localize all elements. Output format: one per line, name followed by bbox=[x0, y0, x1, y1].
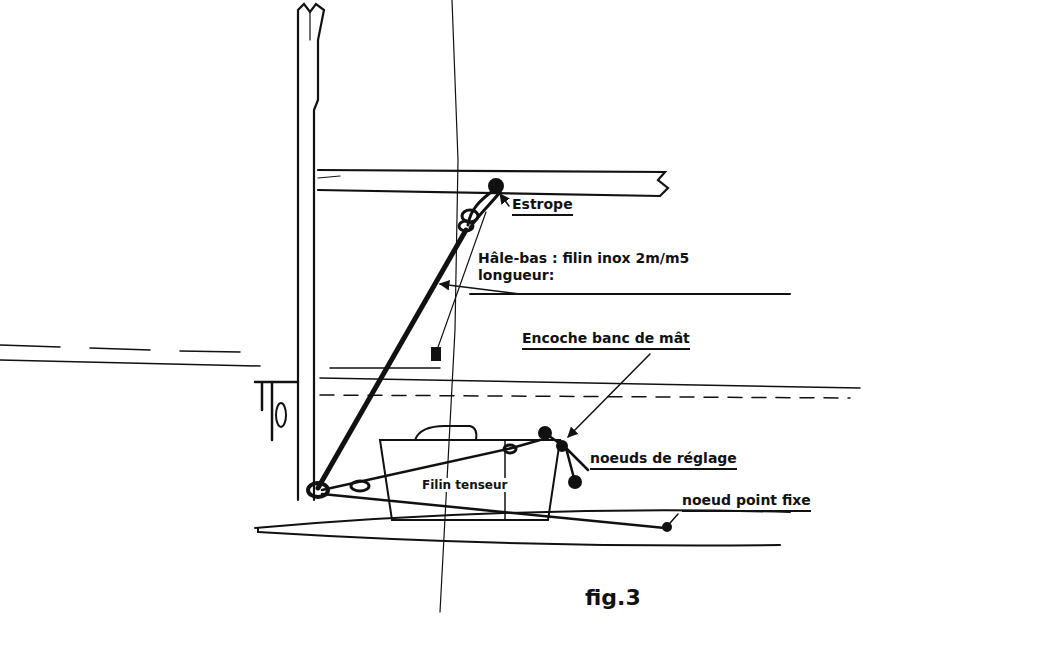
tensioner-line bbox=[322, 494, 665, 528]
part-label: Encoche banc de mât bbox=[522, 330, 690, 350]
leader-line bbox=[670, 514, 678, 523]
figure-caption: fig.3 bbox=[585, 585, 641, 611]
leader-line bbox=[568, 354, 650, 437]
part-label: noeuds de réglage bbox=[590, 450, 737, 470]
mast-step bbox=[255, 382, 298, 440]
deck-line bbox=[0, 360, 440, 368]
part-label: Estrope bbox=[512, 196, 573, 216]
part-label: Hâle-bas : filin inox 2m/m5 longueur: bbox=[478, 250, 740, 284]
sheave bbox=[276, 403, 286, 427]
part-label: noeud point fixe bbox=[682, 492, 811, 512]
deck-dash bbox=[0, 345, 240, 352]
deck-dash bbox=[320, 395, 850, 398]
part-label: Filin tenseur bbox=[420, 478, 509, 492]
fixed-knot bbox=[663, 523, 671, 531]
vang-cable bbox=[318, 230, 466, 488]
mast-foot-ring bbox=[308, 483, 328, 497]
hull-edge bbox=[258, 532, 780, 545]
leader-line bbox=[440, 284, 520, 294]
leader-line bbox=[500, 194, 509, 206]
deck-line bbox=[320, 378, 860, 388]
fitting bbox=[432, 348, 440, 360]
mast bbox=[298, 4, 324, 500]
